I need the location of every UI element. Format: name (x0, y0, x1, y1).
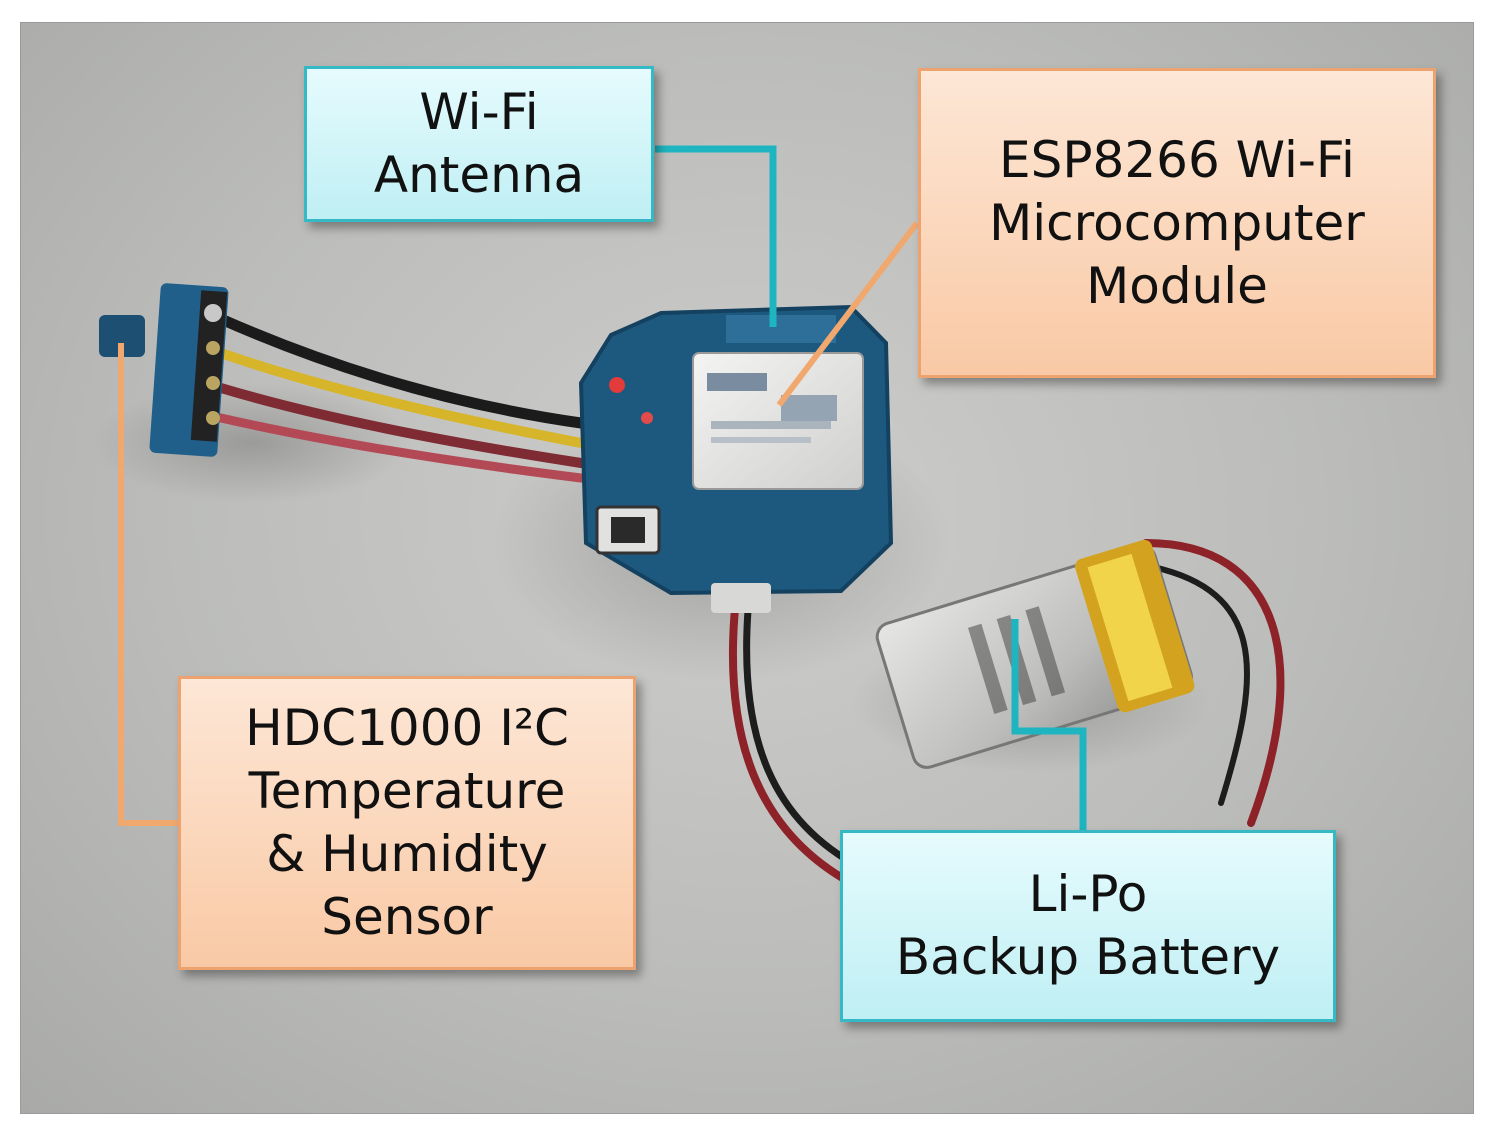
callout-text-line: Li-Po (1028, 865, 1148, 923)
leader-esp8266 (776, 221, 920, 407)
callout-text-line: Wi-Fi (419, 83, 539, 141)
callout-hdc1000-sensor: HDC1000 I²C Temperature & Humidity Senso… (178, 676, 636, 970)
callout-lipo-battery: Li-Po Backup Battery (840, 830, 1336, 1022)
lipo-battery (875, 539, 1195, 769)
callout-text-line: Backup Battery (895, 928, 1281, 986)
leader-lines (118, 145, 1087, 831)
callout-text-line: Microcomputer (989, 193, 1365, 252)
callout-wifi-antenna: Wi-Fi Antenna (304, 66, 654, 222)
callout-text-line: Temperature (248, 762, 566, 820)
leader-lipo (1011, 619, 1087, 831)
callout-text-line: Antenna (373, 146, 585, 204)
battery-wires (728, 539, 1285, 887)
esp8266-board (578, 304, 894, 613)
device-photo (91, 145, 1285, 887)
callout-text-line: HDC1000 I²C (245, 699, 569, 757)
callout-text-line: Module (1086, 256, 1268, 315)
leader-wifi-antenna (655, 145, 777, 327)
callout-text-line: Sensor (321, 888, 493, 946)
callout-text-line: ESP8266 Wi-Fi (999, 130, 1355, 189)
callout-esp8266-module: ESP8266 Wi-Fi Microcomputer Module (918, 68, 1436, 378)
sensor-board (99, 283, 229, 457)
leader-hdc1000 (118, 343, 181, 826)
callout-text-line: & Humidity (266, 825, 548, 883)
sensor-wires (215, 313, 587, 483)
